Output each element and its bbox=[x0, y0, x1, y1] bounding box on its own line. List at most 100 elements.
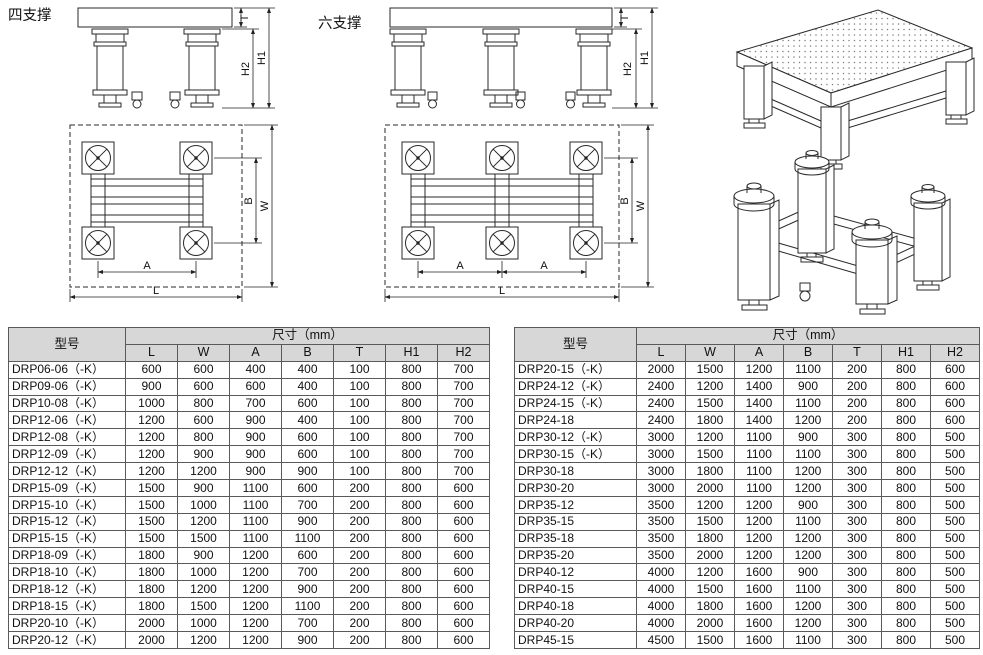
model-cell: DRP06-06（-K） bbox=[8, 360, 126, 379]
dim-value-cell: 600 bbox=[281, 394, 334, 413]
model-cell: DRP35-12 bbox=[514, 495, 637, 514]
dim-value-cell: 3000 bbox=[636, 445, 686, 464]
dim-value-cell: 300 bbox=[832, 445, 882, 464]
model-cell: DRP10-08（-K） bbox=[8, 394, 126, 413]
model-cell: DRP18-15（-K） bbox=[8, 597, 126, 616]
dim-value-cell: 900 bbox=[281, 462, 334, 481]
dim-value-cell: 800 bbox=[177, 394, 230, 413]
dim-value-cell: 300 bbox=[832, 512, 882, 531]
dim-value-cell: 800 bbox=[385, 462, 438, 481]
dim-value-cell: 500 bbox=[930, 428, 980, 447]
dim-value-cell: 3000 bbox=[636, 428, 686, 447]
dim-value-cell: 800 bbox=[385, 614, 438, 633]
model-cell: DRP12-06（-K） bbox=[8, 411, 126, 430]
dim-value-cell: 400 bbox=[229, 360, 282, 379]
dim-value-cell: 600 bbox=[437, 597, 490, 616]
dim-value-cell: 1400 bbox=[734, 411, 784, 430]
support-side-symbol bbox=[389, 28, 427, 108]
dim-value-cell: 1100 bbox=[229, 479, 282, 497]
dim-value-cell: 1500 bbox=[125, 529, 178, 548]
dim-column-header-h2: H2 bbox=[930, 343, 980, 362]
dim-value-cell: 200 bbox=[333, 563, 386, 582]
dim-column-header-l: L bbox=[636, 343, 686, 362]
dim-value-cell: 600 bbox=[437, 631, 490, 649]
dim-value-cell: 900 bbox=[281, 512, 334, 531]
model-cell: DRP12-09（-K） bbox=[8, 445, 126, 464]
dim-value-cell: 500 bbox=[930, 580, 980, 599]
dim-value-cell: 1000 bbox=[125, 394, 178, 413]
dim-value-cell: 1600 bbox=[734, 580, 784, 599]
dim-value-cell: 700 bbox=[437, 377, 490, 396]
dim-value-cell: 1500 bbox=[177, 597, 230, 616]
dim-label-h1: H1 bbox=[256, 51, 268, 65]
dim-value-cell: 600 bbox=[281, 479, 334, 497]
dim-value-cell: 300 bbox=[832, 563, 882, 582]
dim-value-cell: 4000 bbox=[636, 563, 686, 582]
dim-value-cell: 100 bbox=[333, 462, 386, 481]
dim-value-cell: 1800 bbox=[125, 580, 178, 599]
dim-column-header-a: A bbox=[734, 343, 784, 362]
dim-value-cell: 600 bbox=[125, 360, 178, 379]
model-cell: DRP45-15 bbox=[514, 631, 637, 649]
isometric-frame-drawing bbox=[733, 150, 951, 315]
dim-value-cell: 100 bbox=[333, 394, 386, 413]
dim-value-cell: 100 bbox=[333, 360, 386, 379]
dim-value-cell: 600 bbox=[177, 377, 230, 396]
dim-value-cell: 1100 bbox=[229, 529, 282, 548]
dim-value-cell: 800 bbox=[881, 479, 931, 497]
dim-value-cell: 1200 bbox=[229, 597, 282, 616]
dim-value-cell: 500 bbox=[930, 631, 980, 649]
dim-column-header-w: W bbox=[177, 343, 230, 362]
dim-value-cell: 900 bbox=[281, 631, 334, 649]
support-top-symbol bbox=[81, 141, 115, 175]
dim-value-cell: 1800 bbox=[125, 563, 178, 582]
dim-value-cell: 1200 bbox=[177, 462, 230, 481]
dim-value-cell: 1500 bbox=[125, 495, 178, 514]
dim-value-cell: 1100 bbox=[734, 445, 784, 464]
dim-value-cell: 1500 bbox=[685, 445, 735, 464]
dim-value-cell: 600 bbox=[177, 360, 230, 379]
dim-value-cell: 500 bbox=[930, 614, 980, 633]
dim-value-cell: 1500 bbox=[177, 529, 230, 548]
dim-value-cell: 300 bbox=[832, 495, 882, 514]
dim-value-cell: 1200 bbox=[734, 546, 784, 565]
dim-value-cell: 800 bbox=[881, 580, 931, 599]
dim-value-cell: 800 bbox=[385, 495, 438, 514]
dim-value-cell: 4000 bbox=[636, 614, 686, 633]
dim-value-cell: 700 bbox=[437, 428, 490, 447]
dim-value-cell: 800 bbox=[385, 597, 438, 616]
model-cell: DRP18-09（-K） bbox=[8, 546, 126, 565]
dim-value-cell: 500 bbox=[930, 479, 980, 497]
dim-label-l: L bbox=[153, 285, 159, 297]
six-support-side-view bbox=[389, 7, 613, 109]
dim-value-cell: 1100 bbox=[281, 597, 334, 616]
frame-column-back-right bbox=[910, 184, 951, 291]
six-support-label: 六支撑 bbox=[318, 15, 362, 32]
frame-column-front-left bbox=[733, 182, 780, 311]
dim-value-cell: 1100 bbox=[229, 495, 282, 514]
dim-value-cell: 1100 bbox=[783, 394, 833, 413]
dim-value-cell: 1200 bbox=[229, 614, 282, 633]
dim-value-cell: 500 bbox=[930, 445, 980, 464]
dim-value-cell: 800 bbox=[881, 445, 931, 464]
dim-value-cell: 1100 bbox=[783, 631, 833, 649]
model-cell: DRP12-08（-K） bbox=[8, 428, 126, 447]
dim-value-cell: 1500 bbox=[125, 479, 178, 497]
dim-label-a: A bbox=[143, 260, 151, 272]
dim-value-cell: 800 bbox=[881, 512, 931, 531]
dim-label-w: W bbox=[635, 200, 647, 211]
size-header: 尺寸（mm） bbox=[125, 327, 490, 345]
